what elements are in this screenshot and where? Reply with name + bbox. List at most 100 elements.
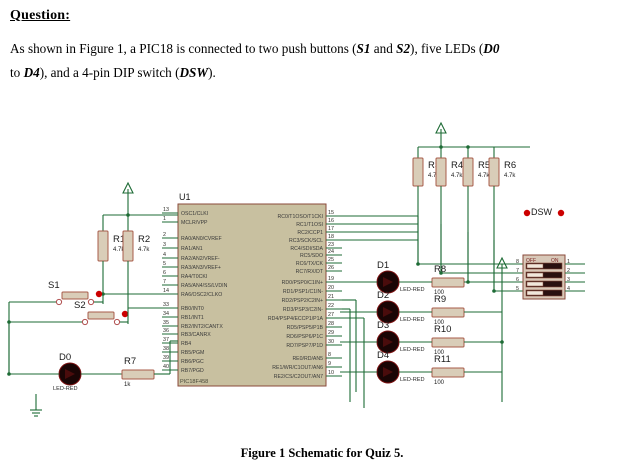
resistor-r6: R6 4.7k: [488, 157, 516, 291]
gnd-symbol-left: [30, 394, 42, 417]
mcu-body: [177, 203, 327, 387]
resistor-r9-ref: R9: [434, 294, 446, 305]
dsw-terminal-right: [557, 209, 565, 217]
resistor-r9: R9 100: [431, 294, 465, 326]
resistor-r2-value: 4.7k: [138, 247, 150, 253]
mcu-pin-label-rd2: RD2/PSP2/C2IN+: [282, 298, 323, 304]
led-d0: D0 LED-RED: [53, 352, 82, 392]
mcu-pin-label-ra3: RA3/AN3/VREF+: [181, 265, 221, 271]
led-d3-ref: D3: [377, 320, 389, 331]
mcu-pin-label-rb1: RB1/INT1: [181, 315, 204, 321]
led-d4-type: LED-RED: [400, 377, 425, 383]
led-d4: D4 LED-RED: [376, 350, 425, 384]
push-button-s1[interactable]: S1: [9, 280, 104, 306]
dsw-pin-num-2: 2: [567, 268, 570, 274]
mcu-pin-num-34: 34: [163, 311, 169, 317]
led-d1-ref: D1: [377, 260, 389, 271]
mcu-pin-num-16: 16: [328, 218, 334, 224]
dsw-pin-num-7: 7: [516, 268, 519, 274]
mcu-pin-num-15: 15: [328, 210, 334, 216]
mcu-pin-num-35: 35: [163, 320, 169, 326]
mcu-pin-label-rc2: RC2/CCP1: [297, 230, 323, 236]
resistor-r2: R2 4.7k: [122, 230, 150, 308]
resistor-r8-value: 100: [434, 290, 445, 296]
mcu-pin-label-rd5: RD5/PSP5/P1B: [287, 325, 324, 331]
mcu-pin-label-rc0: RC0/T1OSO/T1CKI: [277, 214, 323, 220]
vcc-symbol-left: [122, 181, 134, 215]
mcu-pin-label-rd0: RD0/PSP0/C1IN+: [282, 280, 323, 286]
mcu-pin-label-ra0: RA0/AN0/CVREF: [181, 236, 222, 242]
mcu-pin-label-rc7: RC7/RX/DT: [296, 269, 324, 275]
label-s2: S2: [396, 41, 411, 56]
mcu-pin-label-rd3: RD3/PSP3/C2IN-: [283, 307, 323, 313]
mcu-pin-label-rd1: RD1/PSP1/C1IN-: [283, 289, 323, 295]
resistor-r10-value: 100: [434, 350, 445, 356]
mcu-designator: U1: [179, 192, 191, 202]
mcu-pin-num-30: 30: [328, 339, 334, 345]
mcu-right-pins: 15 RC0/T1OSO/T1CKI 16 RC1/T1OSI 17 RC2/C…: [268, 210, 342, 380]
mcu-pin-label-rb4: RB4: [181, 341, 191, 347]
dsw-terminal-left: [523, 209, 531, 217]
dsw-slot-1[interactable]: [525, 262, 563, 270]
mcu-pin-label-rd6: RD6/PSP6/P1C: [286, 334, 323, 340]
mcu-pin-num-33: 33: [163, 302, 169, 308]
mcu-pin-num-8: 8: [328, 352, 331, 358]
vcc-symbol-top: [435, 121, 447, 147]
mcu-pin-num-36: 36: [163, 328, 169, 334]
resistor-r4-value: 4.7k: [451, 173, 463, 179]
resistor-r5-ref: R5: [478, 160, 490, 171]
switch-s1-ref: S1: [48, 280, 60, 291]
mcu-pin-num-25: 25: [328, 257, 334, 263]
mcu-pin-num-26: 26: [328, 265, 334, 271]
question-line2-part-c: ).: [208, 65, 216, 80]
dsw-slot-3[interactable]: [525, 280, 563, 288]
dsw-pin-num-3: 3: [567, 277, 570, 283]
mcu-pin-label-mclr: MCLR/VPP: [181, 220, 208, 226]
mcu-pin-label-osc1: OSC1/CLKI: [181, 211, 208, 217]
mcu-pin-num-19: 19: [328, 276, 334, 282]
resistor-r1-value: 4.7k: [113, 247, 125, 253]
resistor-r6-ref: R6: [504, 160, 516, 171]
mcu-pin-num-38: 38: [163, 346, 169, 352]
mcu-pin-label-rb7: RB7/PGD: [181, 368, 204, 374]
resistor-r1: R1 4.7k: [97, 230, 125, 294]
mcu-pin-label-rd4: RD4/PSP4/ECCP1/P1A: [268, 316, 324, 322]
mcu-pin-num-18: 18: [328, 234, 334, 240]
mcu-pin-num-21: 21: [328, 294, 334, 300]
mcu-pin-label-re1: RE1/WR/C1OUT/AN6: [272, 365, 323, 371]
dip-switch-dsw[interactable]: DSW OFF ON 8 7 6 5 1 2 3 4: [516, 207, 585, 300]
mcu-pin-num-13: 13: [163, 207, 169, 213]
mcu-pin-label-ra5: RA5/AN4/SS/LVDIN: [181, 283, 228, 289]
mcu-pin-num-39: 39: [163, 355, 169, 361]
mcu-pin-label-rb5: RB5/PGM: [181, 350, 204, 356]
dsw-slot-2[interactable]: [525, 271, 563, 279]
dsw-on-label: ON: [551, 258, 559, 264]
led-d3: D3 LED-RED: [376, 320, 425, 354]
vcc-symbol-led: [496, 256, 508, 402]
label-dsw: DSW: [179, 65, 209, 80]
resistor-r10-ref: R10: [434, 324, 451, 335]
dsw-slot-4[interactable]: [525, 289, 563, 297]
dsw-pin-num-1: 1: [567, 259, 570, 265]
resistor-r5-value: 4.7k: [478, 173, 490, 179]
mcu-pin-label-re2: RE2/CS/C2OUT/AN7: [274, 374, 323, 380]
push-button-s2[interactable]: S2: [9, 300, 129, 326]
mcu-pin-label-ra6: RA6/OSC2/CLKO: [181, 292, 222, 298]
dsw-pin-num-5: 5: [516, 286, 519, 292]
dsw-designator: DSW: [531, 207, 553, 217]
led-d3-type: LED-RED: [400, 347, 425, 353]
led-d2: D2 LED-RED: [376, 290, 425, 324]
resistor-r11-ref: R11: [434, 354, 451, 365]
mcu-pin-num-37: 37: [163, 337, 169, 343]
resistor-r3-value: 4.7k: [428, 173, 440, 179]
mcu-pin-num-20: 20: [328, 285, 334, 291]
mcu-pin-num-2: 2: [163, 232, 166, 238]
dsw-off-label: OFF: [526, 258, 536, 264]
resistor-r7-ref: R7: [124, 356, 136, 367]
dsw-pin-num-6: 6: [516, 277, 519, 283]
led-d2-type: LED-RED: [400, 317, 425, 323]
resistor-r5: R5 4.7k: [462, 157, 490, 282]
mcu-pin-num-24: 24: [328, 249, 334, 255]
label-d0: D0: [483, 41, 500, 56]
led-d0-ref: D0: [59, 352, 71, 363]
